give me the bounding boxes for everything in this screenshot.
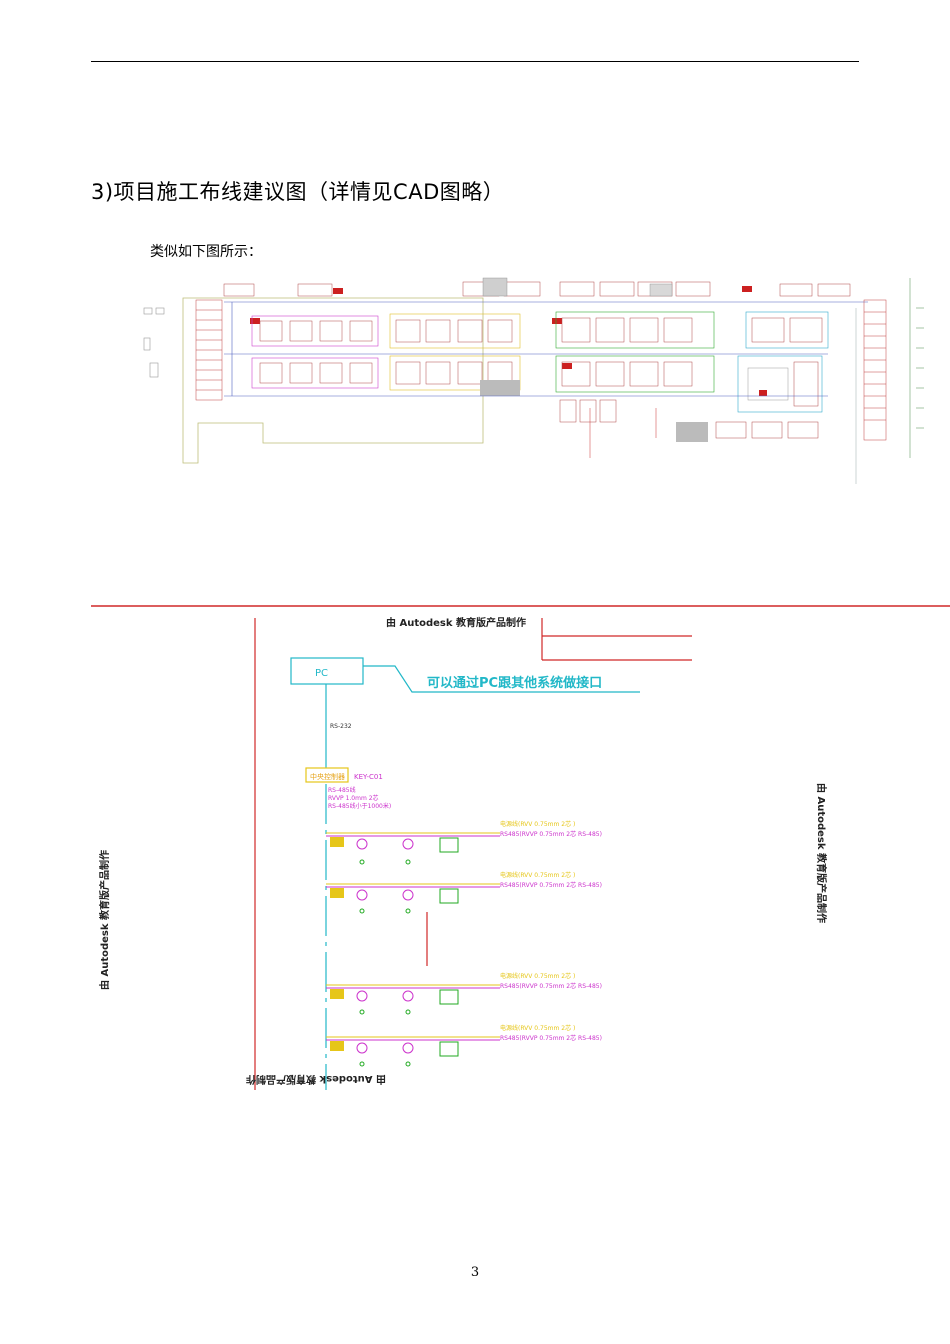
header-rule [91,61,859,62]
controller-label: 中央控制器 [310,772,345,781]
rs485-spec-3: RS-485线小于1000米) [328,802,391,810]
zone-cyan [737,311,829,413]
rs485-spec-2: RVVP 1.0mm 2芯 [328,794,379,802]
controller-model: KEY-C01 [354,773,383,781]
plan-legend-left [143,307,165,378]
svg-text:电源线(RVV 0.75mm 2芯 ): 电源线(RVV 0.75mm 2芯 ) [500,820,575,828]
left-column-units [195,299,223,401]
svg-text:RS485(RVVP 0.75mm 2芯 RS-485): RS485(RVVP 0.75mm 2芯 RS-485) [500,881,602,889]
cad-floor-plan [128,268,928,496]
svg-text:RS485(RVVP 0.75mm 2芯 RS-485): RS485(RVVP 0.75mm 2芯 RS-485) [500,830,602,838]
rs485-spec-1: RS-485线 [328,786,356,794]
svg-text:电源线(RVV 0.75mm 2芯 ): 电源线(RVV 0.75mm 2芯 ) [500,1024,575,1032]
zone-yellow [389,313,521,391]
pc-box [290,657,364,685]
equipment-markers [250,286,767,396]
site-boundary [182,297,484,464]
svg-text:RS485(RVVP 0.75mm 2芯 RS-485): RS485(RVVP 0.75mm 2芯 RS-485) [500,1034,602,1042]
branch-2: 电源线(RVV 0.75mm 2芯 ) RS485(RVVP 0.75mm 2芯… [326,871,602,914]
frame-top-right [541,618,692,661]
interface-note: 可以通过PC跟其他系统做接口 [427,675,602,691]
section-heading: 3)项目施工布线建议图（详情见CAD图略） [91,180,505,204]
wiring-lines [224,301,868,397]
rs232-label: RS-232 [330,723,352,730]
controller-box [305,767,349,783]
hatched-areas [480,380,708,442]
pc-label: PC [315,668,328,679]
page-number: 3 [470,1265,480,1280]
zone-magenta [251,315,379,389]
branch-1: 电源线(RVV 0.75mm 2芯 ) RS485(RVVP 0.75mm 2芯… [326,820,602,865]
intro-text: 类似如下图所示： [150,244,262,260]
branch-3: 电源线(RVV 0.75mm 2芯 ) RS485(RVVP 0.75mm 2芯… [326,972,602,1015]
watermark-top: 由 Autodesk 教育版产品制作 [386,616,526,629]
zone-green [555,311,715,393]
svg-text:RS485(RVVP 0.75mm 2芯 RS-485): RS485(RVVP 0.75mm 2芯 RS-485) [500,982,602,990]
right-column-units [863,299,887,441]
watermark-right: 由 Autodesk 教育版产品制作 [815,783,828,923]
cad-system-diagram: 由 Autodesk 教育版产品制作 由 Autodesk 教育版产品制作 由 … [91,605,950,1090]
svg-text:电源线(RVV 0.75mm 2芯 ): 电源线(RVV 0.75mm 2芯 ) [500,972,575,980]
watermark-left: 由 Autodesk 教育版产品制作 [98,850,111,990]
branch-4: 电源线(RVV 0.75mm 2芯 ) RS485(RVVP 0.75mm 2芯… [326,1024,602,1067]
watermark-bottom: 由 Autodesk 教育版产品制作 [246,1073,386,1086]
svg-text:电源线(RVV 0.75mm 2芯 ): 电源线(RVV 0.75mm 2芯 ) [500,871,575,879]
callout-line [363,665,640,693]
